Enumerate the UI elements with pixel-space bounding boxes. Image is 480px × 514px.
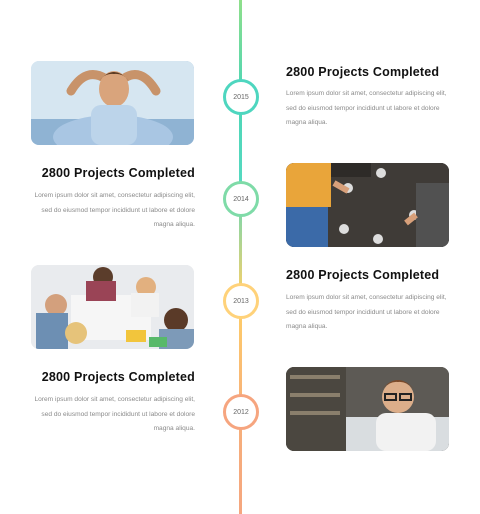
photo-team-coffee <box>286 163 449 247</box>
entry-description: Lorem ipsum dolor sit amet, consectetur … <box>286 294 447 330</box>
entry-title: 2800 Projects Completed <box>41 166 195 180</box>
photo-man-thinking <box>286 367 449 451</box>
entry-description: Lorem ipsum dolor sit amet, consectetur … <box>286 90 447 126</box>
photo-man-relaxing <box>31 61 194 145</box>
year-2012: 2012 <box>223 394 259 430</box>
year-2013: 2013 <box>223 283 259 319</box>
entry-description: Lorem ipsum dolor sit amet, consectetur … <box>34 192 195 228</box>
timeline-line <box>239 0 242 514</box>
entry-title: 2800 Projects Completed <box>286 268 440 282</box>
year-2014: 2014 <box>223 181 259 217</box>
year-2015: 2015 <box>223 79 259 115</box>
entry-title: 2800 Projects Completed <box>41 370 195 384</box>
photo-team-meeting <box>31 265 194 349</box>
entry-title: 2800 Projects Completed <box>286 65 440 79</box>
entry-description: Lorem ipsum dolor sit amet, consectetur … <box>34 396 195 432</box>
